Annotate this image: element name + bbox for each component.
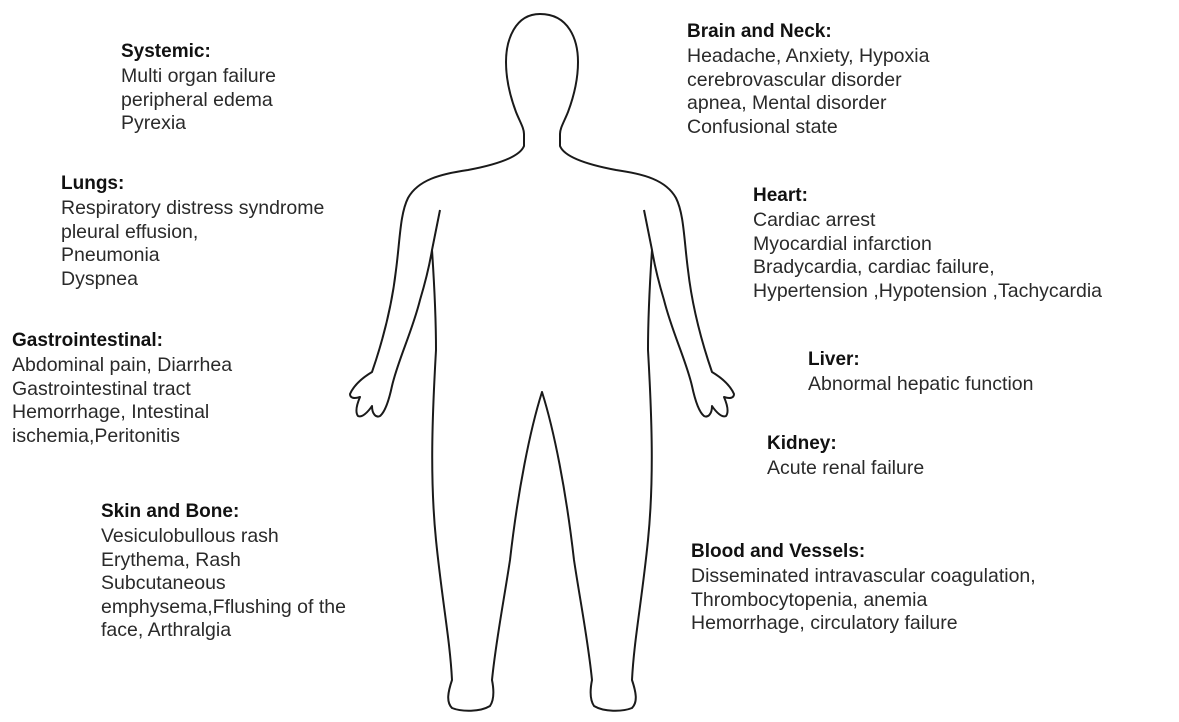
group-line: cerebrovascular disorder <box>687 69 929 93</box>
group-line: Subcutaneous <box>101 572 346 596</box>
group-line: Abnormal hepatic function <box>808 373 1033 397</box>
group-heart: Heart: Cardiac arrest Myocardial infarct… <box>753 184 1102 303</box>
group-skin-and-bone: Skin and Bone: Vesiculobullous rash Eryt… <box>101 500 346 643</box>
group-line: Acute renal failure <box>767 457 924 481</box>
group-line: Hypertension ,Hypotension ,Tachycardia <box>753 280 1102 304</box>
group-line: Dyspnea <box>61 268 324 292</box>
group-line: Confusional state <box>687 116 929 140</box>
group-line: Pneumonia <box>61 244 324 268</box>
body-silhouette <box>350 14 734 711</box>
group-systemic: Systemic: Multi organ failure peripheral… <box>121 40 276 136</box>
group-kidney: Kidney: Acute renal failure <box>767 432 924 481</box>
group-line: Abdominal pain, Diarrhea <box>12 354 232 378</box>
group-line: Hemorrhage, circulatory failure <box>691 612 1036 636</box>
group-line: peripheral edema <box>121 89 276 113</box>
group-line: Vesiculobullous rash <box>101 525 346 549</box>
group-line: Bradycardia, cardiac failure, <box>753 256 1102 280</box>
group-brain-and-neck: Brain and Neck: Headache, Anxiety, Hypox… <box>687 20 929 139</box>
group-title: Blood and Vessels: <box>691 540 1036 563</box>
group-title: Skin and Bone: <box>101 500 346 523</box>
group-line: Headache, Anxiety, Hypoxia <box>687 45 929 69</box>
group-line: Hemorrhage, Intestinal <box>12 401 232 425</box>
group-line: Respiratory distress syndrome <box>61 197 324 221</box>
group-gastrointestinal: Gastrointestinal: Abdominal pain, Diarrh… <box>12 329 232 448</box>
inner-arm-right <box>644 210 652 250</box>
group-line: Cardiac arrest <box>753 209 1102 233</box>
group-title: Heart: <box>753 184 1102 207</box>
group-title: Liver: <box>808 348 1033 371</box>
group-title: Lungs: <box>61 172 324 195</box>
group-line: ischemia,Peritonitis <box>12 425 232 449</box>
group-line: emphysema,Fflushing of the <box>101 596 346 620</box>
group-title: Systemic: <box>121 40 276 63</box>
group-line: pleural effusion, <box>61 221 324 245</box>
group-line: apnea, Mental disorder <box>687 92 929 116</box>
inner-arm-left <box>432 210 440 250</box>
group-lungs: Lungs: Respiratory distress syndrome ple… <box>61 172 324 291</box>
group-line: Thrombocytopenia, anemia <box>691 589 1036 613</box>
group-title: Kidney: <box>767 432 924 455</box>
group-line: Multi organ failure <box>121 65 276 89</box>
group-line: Myocardial infarction <box>753 233 1102 257</box>
group-line: Disseminated intravascular coagulation, <box>691 565 1036 589</box>
group-line: Erythema, Rash <box>101 549 346 573</box>
group-liver: Liver: Abnormal hepatic function <box>808 348 1033 397</box>
group-line: Pyrexia <box>121 112 276 136</box>
group-line: face, Arthralgia <box>101 619 346 643</box>
group-line: Gastrointestinal tract <box>12 378 232 402</box>
group-blood-and-vessels: Blood and Vessels: Disseminated intravas… <box>691 540 1036 636</box>
group-title: Brain and Neck: <box>687 20 929 43</box>
group-title: Gastrointestinal: <box>12 329 232 352</box>
